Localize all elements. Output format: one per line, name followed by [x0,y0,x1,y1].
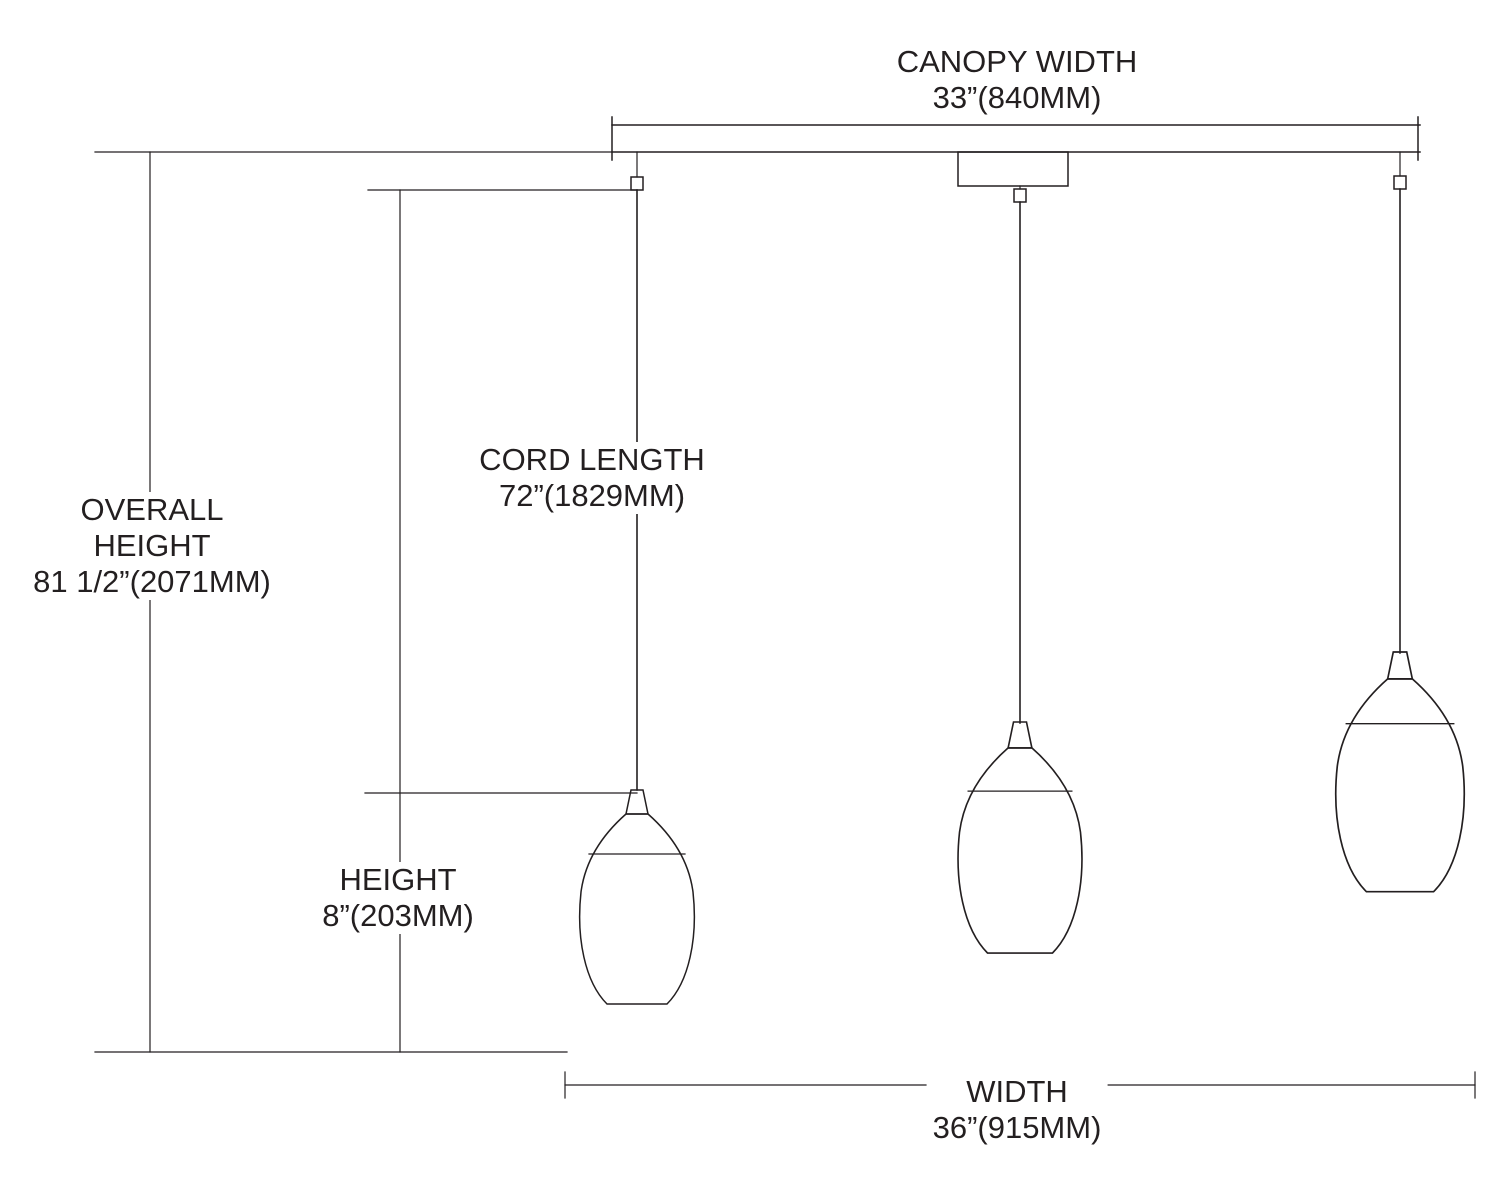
canopy-width-value: 33”(840MM) [932,80,1102,115]
pendant-shade-left [578,789,696,1005]
pendant-left [578,151,696,1005]
cord-connector-left [630,176,644,191]
pendant-middle [957,185,1083,954]
canopy-width-label: CANOPY WIDTH 33”(840MM) [890,44,1144,116]
width-value: 36”(915MM) [932,1110,1102,1145]
width-label: WIDTH 36”(915MM) [926,1074,1108,1146]
pendant-shade-right [1334,651,1466,893]
canopy-width-name: CANOPY WIDTH [896,44,1138,79]
height-value: 8”(203MM) [322,898,474,933]
mounting-box [957,151,1069,187]
pendant-right [1334,151,1466,893]
overall-height-dimension-lines [94,151,613,1053]
overall-height-label: OVERALL HEIGHT 81 1/2”(2071MM) [27,492,277,600]
pendant-shade-middle [957,721,1083,954]
canopy-bar [611,116,1421,187]
overall-height-value: 81 1/2”(2071MM) [33,564,271,599]
cord-length-label: CORD LENGTH 72”(1829MM) [473,442,711,514]
height-label: HEIGHT 8”(203MM) [316,862,480,934]
cord-length-value: 72”(1829MM) [498,478,686,513]
overall-height-name-line2: HEIGHT [93,528,211,563]
width-name: WIDTH [966,1074,1068,1109]
overall-height-name-line1: OVERALL [80,492,224,527]
cord-connector-right [1393,175,1407,190]
cord-length-name: CORD LENGTH [479,442,705,477]
cord-connector-middle [1013,188,1027,203]
height-name: HEIGHT [339,862,457,897]
